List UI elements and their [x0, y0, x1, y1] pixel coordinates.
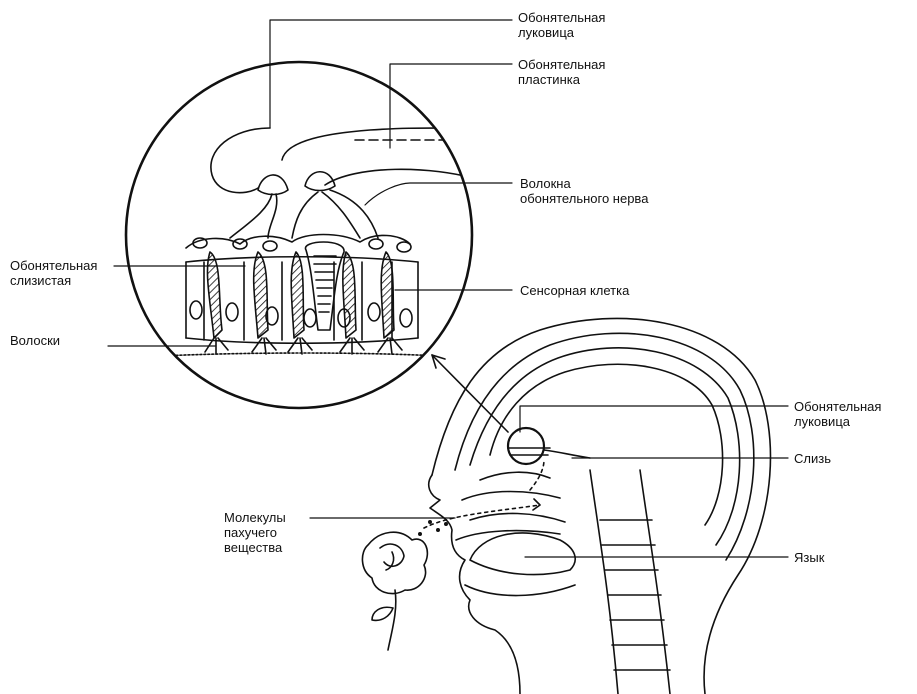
head-profile — [417, 317, 772, 694]
gland — [304, 241, 345, 331]
magnified-circle — [124, 60, 474, 410]
sensory-cell — [252, 251, 269, 339]
sensory-cell — [342, 251, 357, 339]
label-sensory-cell: Сенсорная клетка — [520, 283, 630, 298]
leader-lines — [107, 19, 789, 558]
label-odor-molecules: Молекулы пахучего вещества — [224, 510, 286, 555]
flower-drawing — [361, 531, 429, 651]
label-nerve-fibers: Волокна обонятельного нерва — [520, 176, 649, 206]
zoom-arrow — [431, 354, 509, 433]
nerve-to-bulb — [281, 127, 472, 161]
label-hairs: Волоски — [10, 333, 61, 348]
receptor-knob — [257, 174, 289, 196]
sensory-cell — [380, 251, 395, 339]
tongue-shape — [469, 532, 576, 576]
label-mucus: Слизь — [794, 451, 831, 466]
label-tongue: Язык — [794, 550, 825, 565]
sensory-cell — [290, 251, 305, 339]
leader-plate — [389, 63, 513, 149]
label-olfactory-bulb-top: Обонятельная луковица — [518, 10, 606, 40]
label-cribriform-plate: Обонятельная пластинка — [518, 57, 606, 87]
label-olfactory-mucosa: Обонятельная слизистая — [10, 258, 98, 288]
sensory-cell — [206, 251, 223, 339]
label-olfactory-bulb-head: Обонятельная луковица — [794, 399, 882, 429]
bulb-magnifier-circle — [506, 426, 546, 466]
receptor-knob — [304, 170, 336, 192]
molecule-flow — [423, 504, 541, 529]
leader-bulb-top — [269, 19, 513, 129]
leader-bulb-head — [519, 405, 789, 433]
leader-nerve-fibers — [364, 182, 513, 206]
